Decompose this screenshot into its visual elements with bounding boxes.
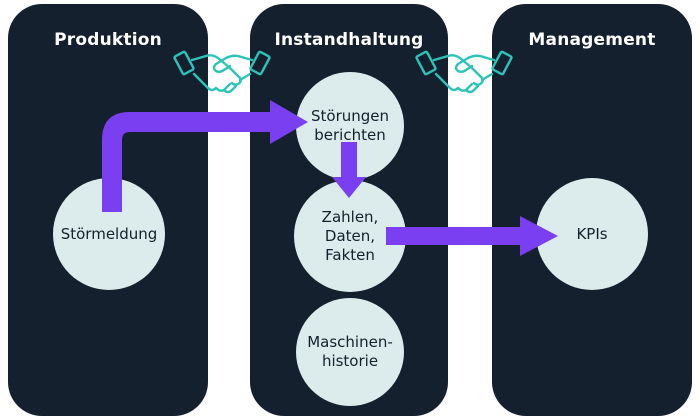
node-stoermeldung: Störmeldung	[53, 178, 165, 290]
column-title-management: Management	[528, 30, 656, 50]
node-label-maschinenhistorie: Maschinen- historie	[307, 333, 393, 370]
column-title-instandhaltung: Instandhaltung	[274, 30, 424, 50]
node-maschinenhistorie: Maschinen- historie	[296, 298, 404, 406]
node-label-stoerungen-berichten: Störungen berichten	[310, 107, 390, 144]
node-zahlen-daten-fakten: Zahlen, Daten, Fakten	[294, 180, 406, 292]
node-kpis: KPIs	[536, 178, 648, 290]
column-title-produktion: Produktion	[54, 30, 162, 50]
node-stoerungen-berichten: Störungen berichten	[296, 72, 404, 180]
column-management: Management	[492, 4, 692, 416]
node-label-kpis: KPIs	[576, 224, 608, 243]
node-label-zahlen-daten-fakten: Zahlen, Daten, Fakten	[321, 207, 379, 264]
node-label-stoermeldung: Störmeldung	[60, 224, 158, 243]
